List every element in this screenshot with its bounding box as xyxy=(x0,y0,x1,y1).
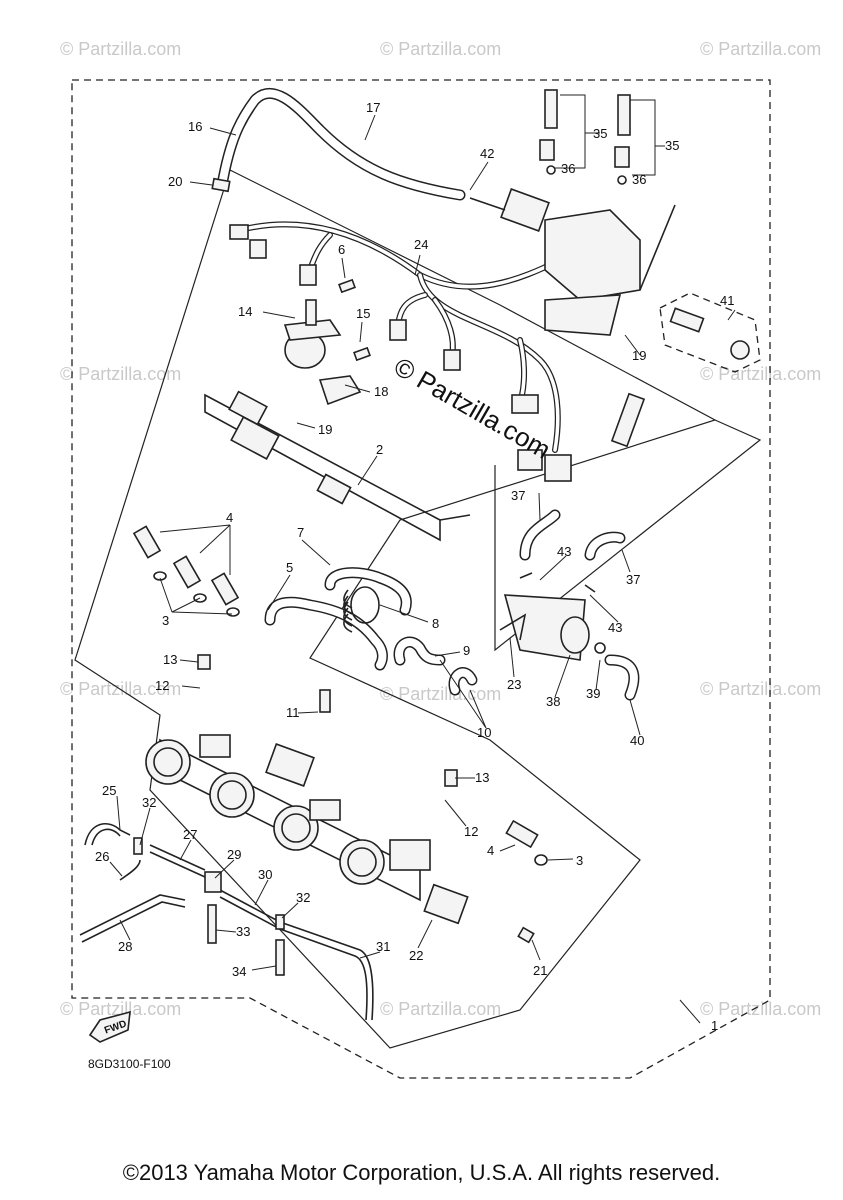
callout-38: 38 xyxy=(546,694,560,709)
vacuum-hoses xyxy=(79,822,374,1021)
callout-43: 43 xyxy=(557,544,571,559)
callout-33: 33 xyxy=(236,924,250,939)
watermark: © Partzilla.com xyxy=(60,999,181,1019)
callout-6: 6 xyxy=(338,242,345,257)
callout-37: 37 xyxy=(626,572,640,587)
watermark: © Partzilla.com xyxy=(700,679,821,699)
callout-31: 31 xyxy=(376,939,390,954)
callout-16: 16 xyxy=(188,119,202,134)
callout-42: 42 xyxy=(480,146,494,161)
watermark: © Partzilla.com xyxy=(700,364,821,384)
callout-19: 19 xyxy=(318,422,332,437)
callout-13: 13 xyxy=(163,652,177,667)
callout-25: 25 xyxy=(102,783,116,798)
watermark-layer: © Partzilla.com © Partzilla.com © Partzi… xyxy=(60,39,821,1019)
diagram-code: 8GD3100-F100 xyxy=(88,1057,171,1071)
small-hoses xyxy=(264,567,478,696)
callout-9: 9 xyxy=(463,643,470,658)
callout-5: 5 xyxy=(286,560,293,575)
callout-41: 41 xyxy=(720,293,734,308)
watermark: © Partzilla.com xyxy=(380,999,501,1019)
callout-26: 26 xyxy=(95,849,109,864)
solenoid-assembly xyxy=(499,509,640,701)
callout-15: 15 xyxy=(356,306,370,321)
callout-28: 28 xyxy=(118,939,132,954)
throttle-bodies xyxy=(145,654,535,944)
callout-36: 36 xyxy=(561,161,575,176)
isc-unit xyxy=(469,89,761,448)
watermark: © Partzilla.com xyxy=(700,999,821,1019)
callout-30: 30 xyxy=(258,867,272,882)
callout-3: 3 xyxy=(576,853,583,868)
callout-39: 39 xyxy=(586,686,600,701)
watermark: © Partzilla.com xyxy=(700,39,821,59)
hose-assembly xyxy=(211,88,466,201)
callout-34: 34 xyxy=(232,964,246,979)
callout-14: 14 xyxy=(238,304,252,319)
callout-23: 23 xyxy=(507,677,521,692)
callout-20: 20 xyxy=(168,174,182,189)
copyright-notice: ©2013 Yamaha Motor Corporation, U.S.A. A… xyxy=(122,1160,721,1185)
callout-32: 32 xyxy=(142,795,156,810)
leader-lines xyxy=(109,94,736,1024)
callout-37: 37 xyxy=(511,488,525,503)
callout-12: 12 xyxy=(155,678,169,693)
callout-24: 24 xyxy=(414,237,428,252)
callout-35: 35 xyxy=(665,138,679,153)
injectors xyxy=(132,525,548,866)
callout-7: 7 xyxy=(297,525,304,540)
callout-18: 18 xyxy=(374,384,388,399)
callout-13: 13 xyxy=(475,770,489,785)
sensor-14 xyxy=(283,278,371,369)
callout-17: 17 xyxy=(366,100,380,115)
callout-12: 12 xyxy=(464,824,478,839)
callout-40: 40 xyxy=(630,733,644,748)
callout-22: 22 xyxy=(409,948,423,963)
callout-19: 19 xyxy=(632,348,646,363)
callout-35: 35 xyxy=(593,126,607,141)
forward-arrow-icon: FWD xyxy=(88,1010,131,1043)
callout-8: 8 xyxy=(432,616,439,631)
callout-36: 36 xyxy=(632,172,646,187)
callout-4: 4 xyxy=(487,843,494,858)
watermark: © Partzilla.com xyxy=(380,39,501,59)
callout-3: 3 xyxy=(162,613,169,628)
watermark: © Partzilla.com xyxy=(380,684,501,704)
callout-4: 4 xyxy=(226,510,233,525)
callout-43: 43 xyxy=(608,620,622,635)
watermark: © Partzilla.com xyxy=(60,364,181,384)
callout-27: 27 xyxy=(183,827,197,842)
callout-labels: 1 2 3 3 3 4 4 4 5 6 7 8 9 10 11 12 12 13… xyxy=(95,100,734,1033)
callout-1: 1 xyxy=(711,1018,718,1033)
callout-10: 10 xyxy=(477,725,491,740)
callout-11: 11 xyxy=(286,705,300,720)
callout-32: 32 xyxy=(296,890,310,905)
callout-2: 2 xyxy=(376,442,383,457)
callout-29: 29 xyxy=(227,847,241,862)
fuel-rail xyxy=(204,375,471,542)
servo-group-outline xyxy=(494,419,762,652)
watermark: © Partzilla.com xyxy=(60,39,181,59)
callout-21: 21 xyxy=(533,963,547,978)
